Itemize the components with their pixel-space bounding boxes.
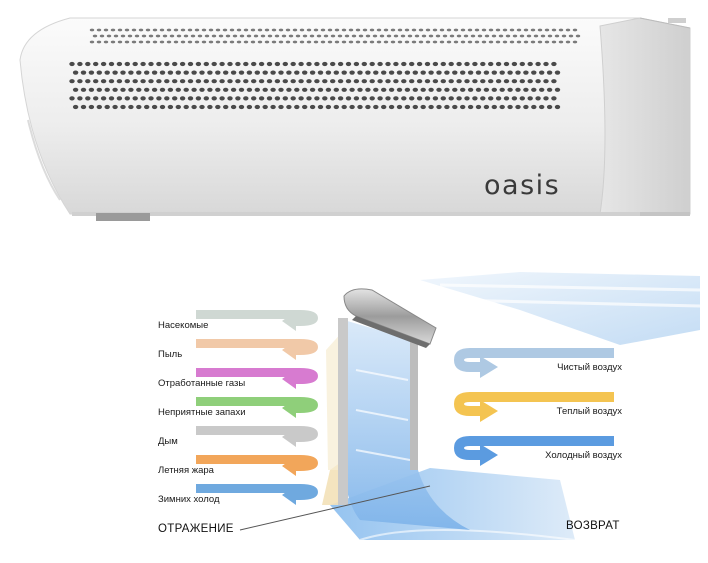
left-arrow-3 (196, 368, 318, 389)
right-arrows (454, 348, 614, 466)
outside-air-sky (420, 272, 701, 345)
right-item-label: Теплый воздух (556, 406, 622, 417)
left-arrow-7 (196, 484, 318, 505)
left-arrow-1 (196, 310, 318, 331)
left-arrow-6 (196, 455, 318, 476)
right-arrow-1 (454, 348, 614, 378)
left-item-label: Отработанные газы (158, 378, 246, 389)
left-arrows (196, 310, 318, 505)
left-item-label: Пыль (158, 349, 183, 360)
right-arrow-2 (454, 392, 614, 422)
return-caption: ВОЗВРАТ (566, 520, 620, 532)
door-frame (338, 318, 418, 505)
left-item-label: Насекомые (158, 320, 209, 331)
left-item-label: Дым (158, 436, 178, 447)
left-arrow-4 (196, 397, 318, 418)
caption-pointer-lines (239, 485, 431, 531)
air-curtain-body (19, 17, 691, 221)
left-arrow-2 (196, 339, 318, 360)
left-item-label: Неприятные запахи (158, 407, 246, 418)
left-item-label: Летняя жара (158, 465, 214, 476)
brand-logo: oasis (484, 170, 561, 201)
diagram-air-curtain-unit (343, 288, 437, 348)
left-arrow-5 (196, 426, 318, 447)
ventilation-grille (69, 28, 581, 110)
right-item-label: Чистый воздух (557, 362, 622, 373)
left-item-label: Зимних холод (158, 494, 220, 505)
right-item-label: Холодный воздух (545, 450, 622, 461)
right-arrow-3 (454, 436, 614, 466)
reflection-caption: ОТРАЖЕНИЕ (158, 523, 234, 535)
